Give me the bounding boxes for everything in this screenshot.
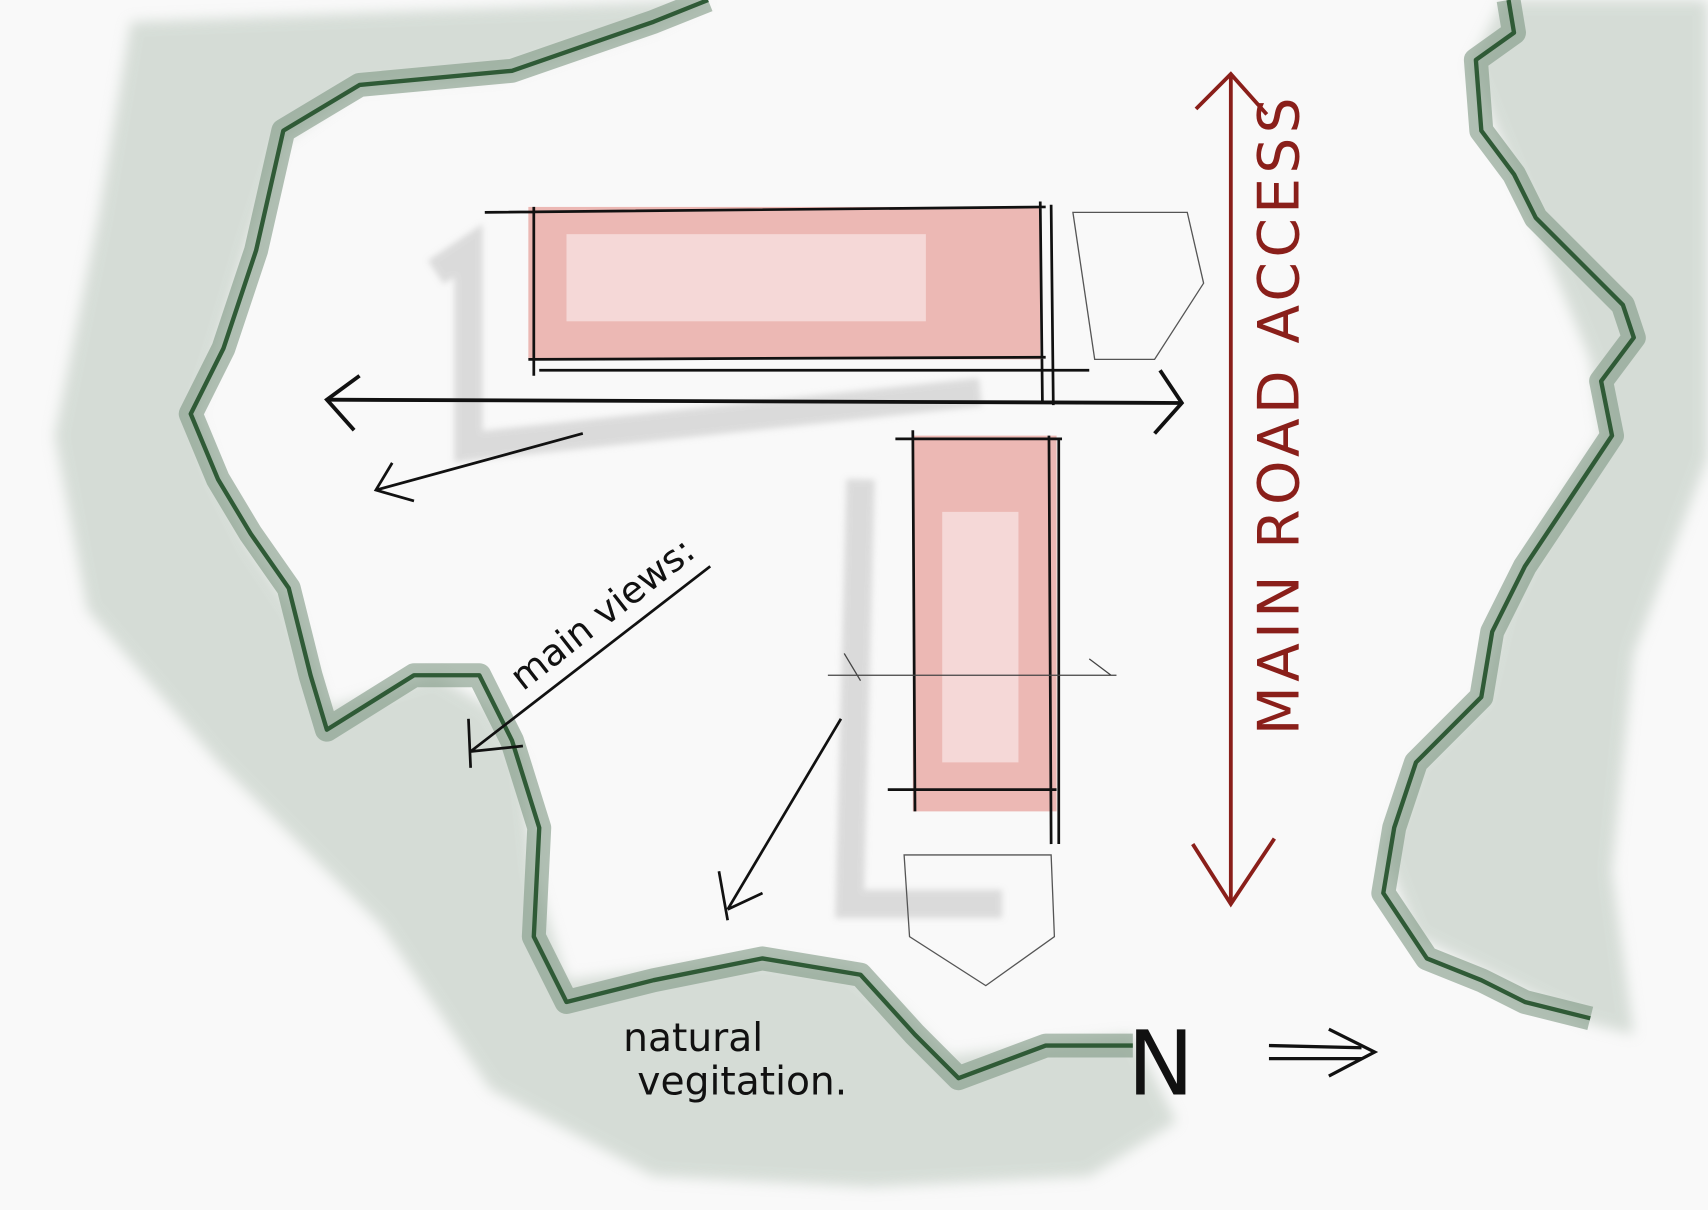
view-arrow-south — [717, 718, 843, 921]
building-horizontal — [484, 201, 1205, 406]
north-arrow: N — [1127, 1013, 1379, 1117]
deck-outline-2 — [903, 854, 1056, 987]
building-shadows — [427, 224, 1003, 919]
view-arrow-southwest — [467, 565, 712, 768]
views-label: main views: — [502, 529, 703, 699]
road-label: MAIN ROAD ACCESS — [1246, 93, 1312, 735]
double-arrow-icon — [1268, 1027, 1379, 1078]
vegetation-label-line2: vegitation. — [637, 1060, 847, 1105]
vegetation-label-line1: natural — [623, 1016, 763, 1061]
building-vertical — [827, 430, 1117, 987]
left-vegetation — [54, 0, 1177, 1188]
dimension-arrow — [324, 369, 1185, 435]
deck-outline — [1072, 211, 1205, 361]
view-arrow-west — [373, 432, 584, 503]
right-vegetation — [1371, 0, 1708, 1035]
main-road-arrow — [1191, 71, 1276, 908]
view-arrows — [373, 432, 843, 921]
north-label: N — [1127, 1013, 1194, 1117]
section-line — [827, 653, 1117, 682]
